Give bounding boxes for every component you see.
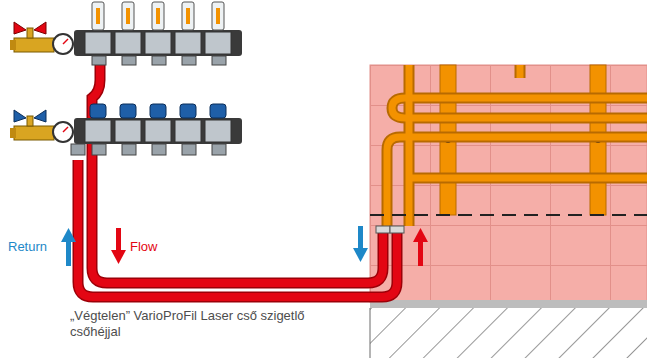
wall-heating-pipe xyxy=(387,65,647,226)
wall xyxy=(370,65,647,302)
pipe-caption: „Végtelen” VarioProFil Laser cső szigetl… xyxy=(70,308,310,340)
pipe-clip xyxy=(376,226,404,233)
return-label: Return xyxy=(8,239,47,255)
flow-arrow xyxy=(111,228,126,264)
flow-arrow xyxy=(413,228,428,266)
flow-manifold xyxy=(10,2,242,65)
return-arrow xyxy=(353,226,368,262)
insulated-pipe xyxy=(78,64,397,297)
flow-label: Flow xyxy=(130,239,157,255)
level-line xyxy=(370,214,647,216)
return-manifold xyxy=(10,104,242,155)
floor xyxy=(370,300,647,358)
return-arrow xyxy=(61,228,76,266)
